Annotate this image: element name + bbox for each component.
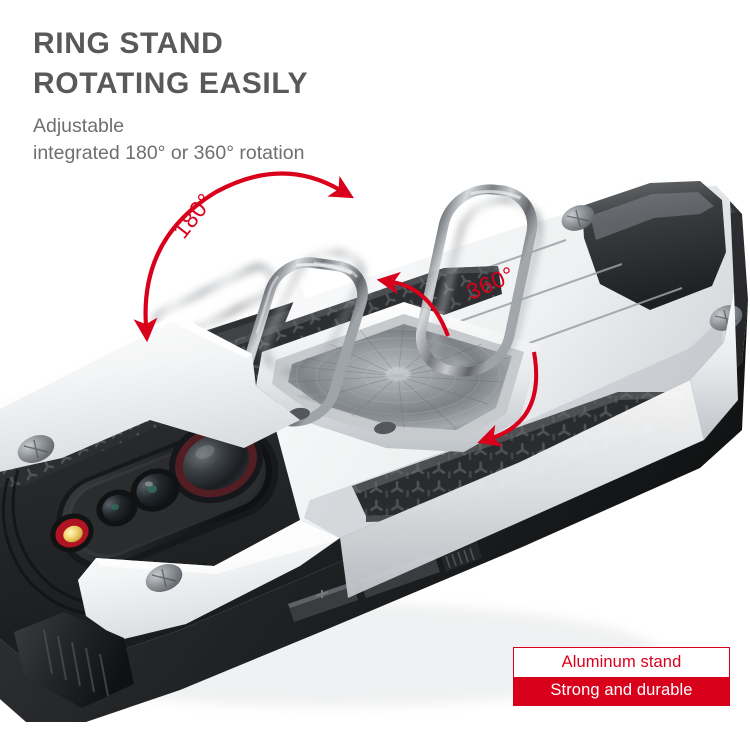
headline-line-2: ROTATING EASILY [33, 67, 309, 101]
headline-line-1: RING STAND [33, 27, 224, 60]
volume-up-button[interactable] [288, 582, 358, 622]
marketing-copy: RING STAND ROTATING EASILY Adjustable in… [33, 24, 308, 168]
camera-secondary-lens-2 [96, 489, 138, 527]
top-edge-rail [582, 181, 726, 310]
case-back-plate-lower-left [78, 520, 340, 640]
screw-icon [145, 564, 183, 592]
corner-armor-ribs [14, 612, 134, 708]
subheadline-line-1: Adjustable [33, 115, 125, 138]
badge-bottom-row: Strong and durable [514, 676, 729, 705]
badge-top-row: Aluminum stand [514, 648, 729, 677]
screw-icon [17, 435, 55, 463]
screw-icon [561, 205, 595, 231]
case-bottom-wall [340, 380, 704, 598]
feature-badge: Aluminum stand Strong and durable [513, 647, 730, 706]
led-flash [50, 513, 94, 553]
camera-secondary-lens-1 [130, 468, 180, 512]
camera-module [50, 420, 279, 571]
subheadline-line-2: integrated 180° or 360° rotation [33, 142, 305, 165]
case-back-plate-upper-left [0, 314, 300, 472]
ring-stand-secondary[interactable] [413, 184, 539, 377]
power-button-ribbed[interactable] [440, 538, 482, 572]
case-right-wall [690, 290, 738, 440]
